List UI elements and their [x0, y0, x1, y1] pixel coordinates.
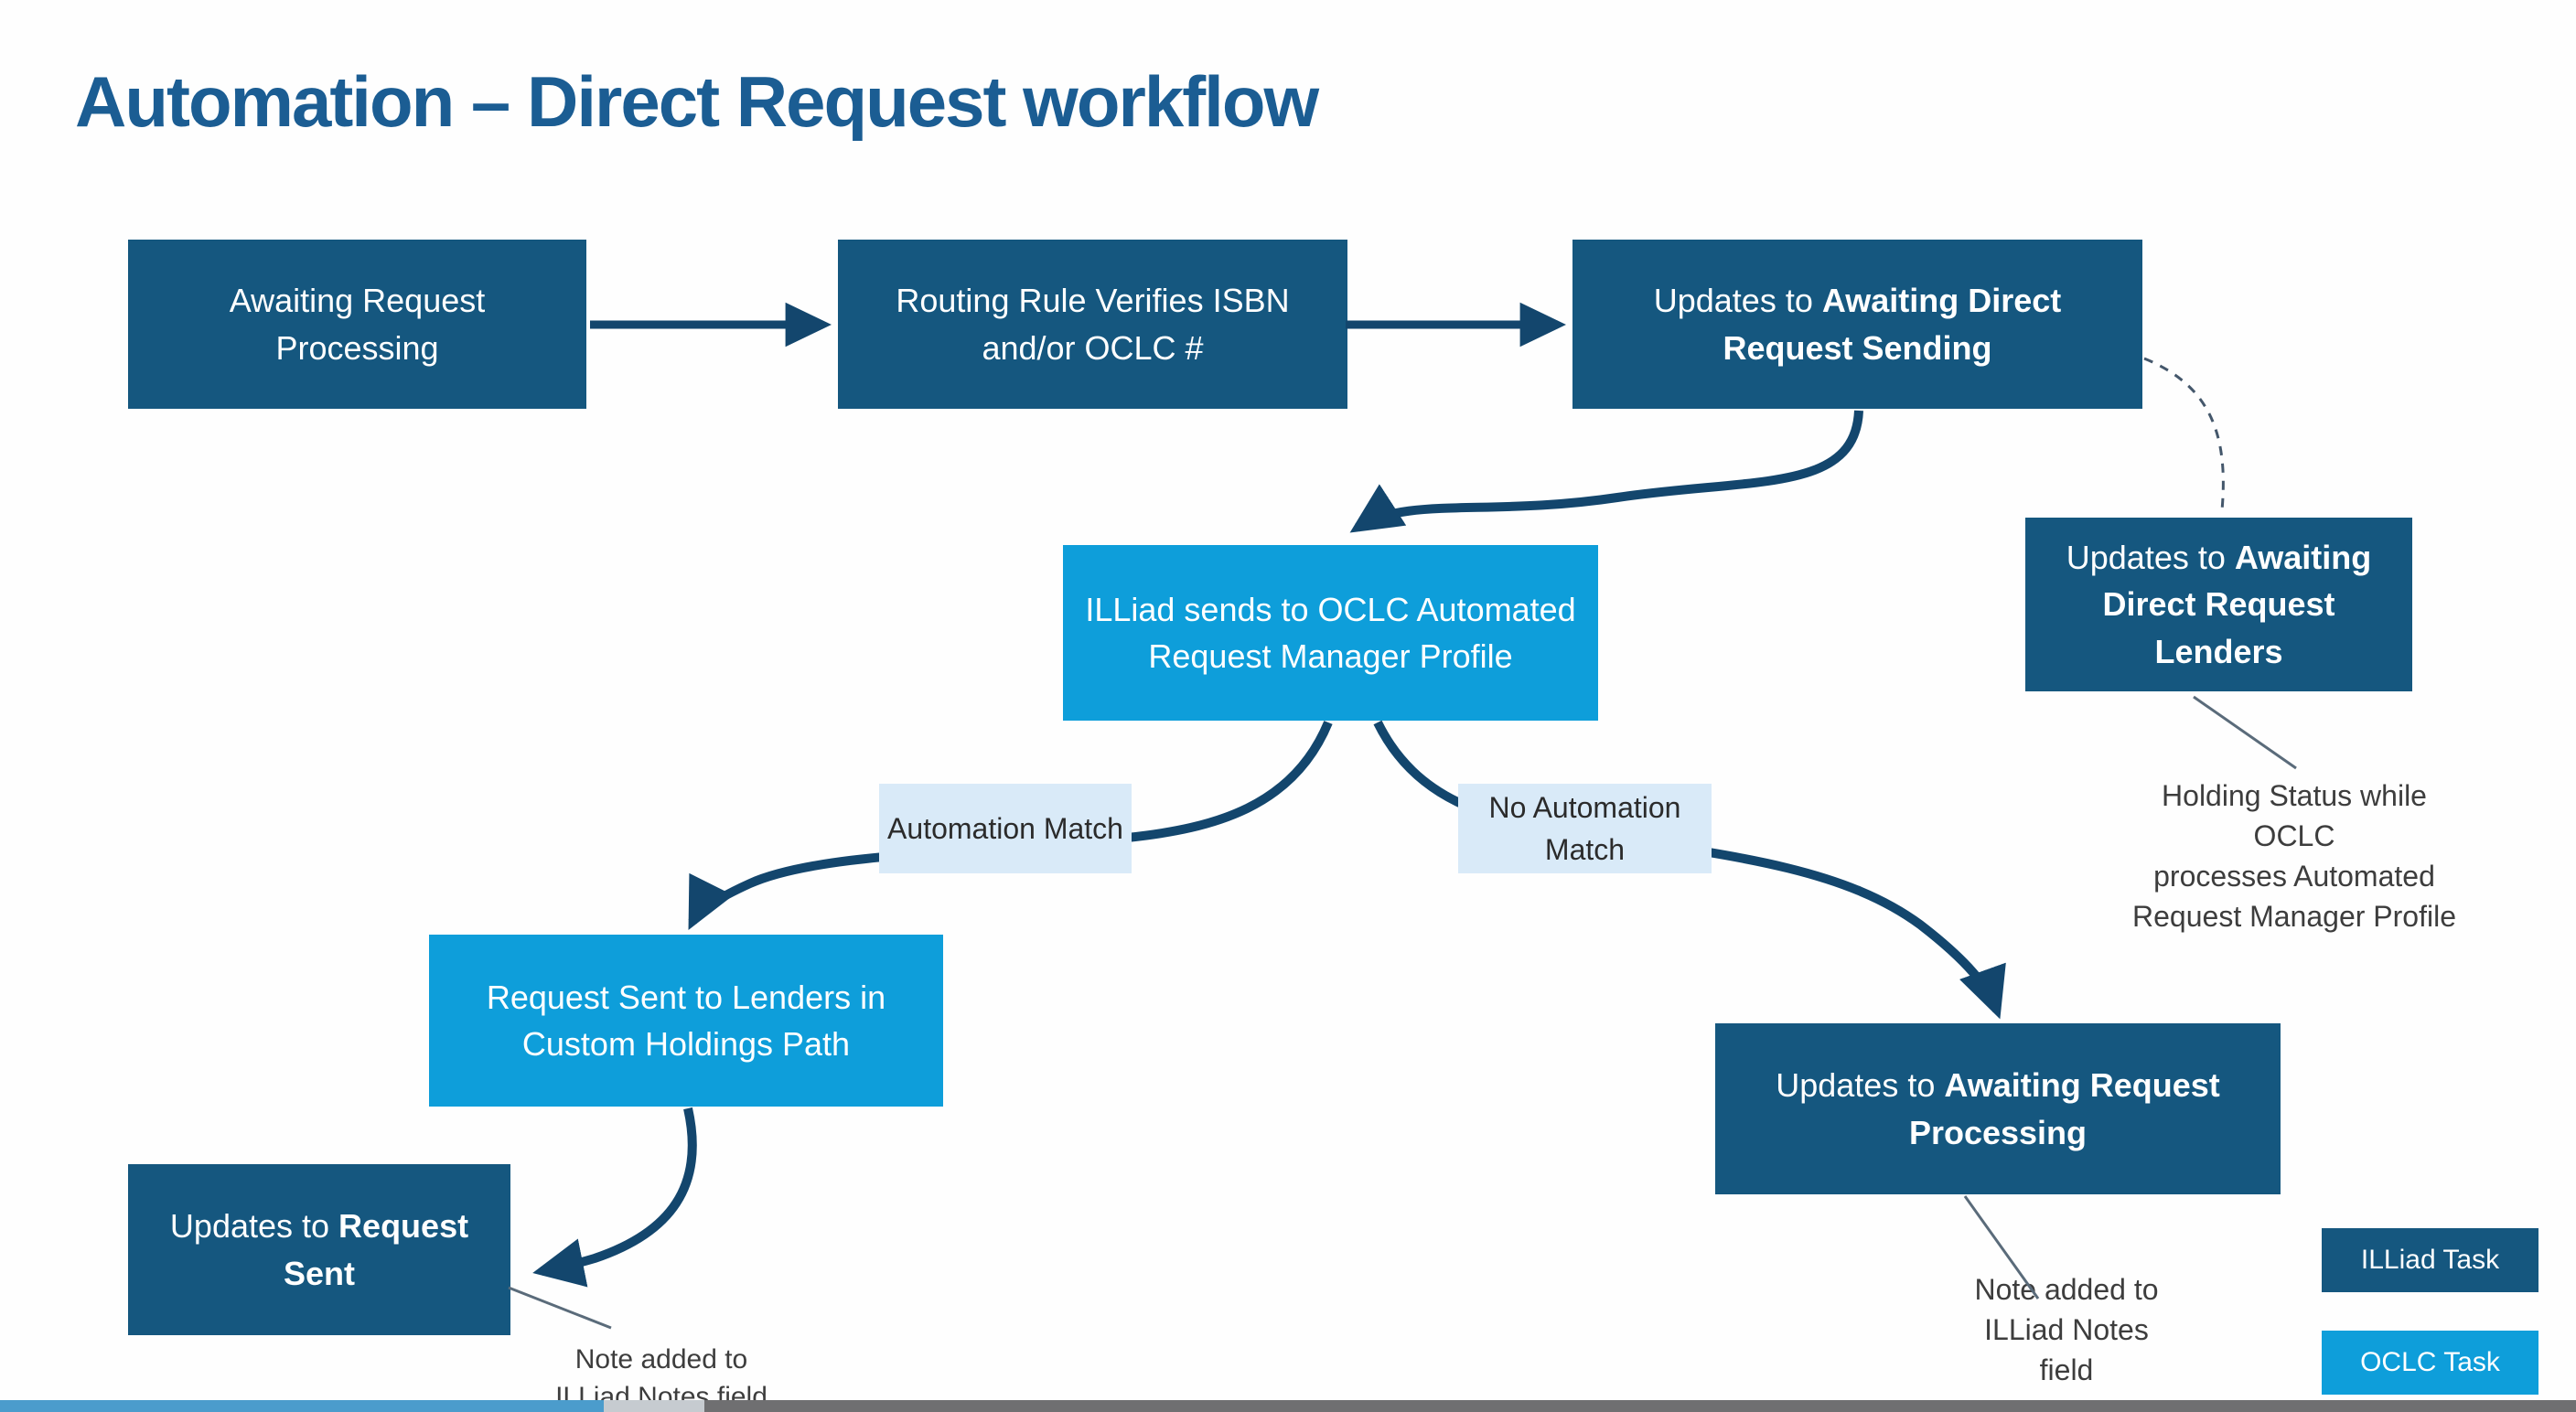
- annotation-line: Note added to: [1974, 1273, 2159, 1306]
- label-text: Automation Match: [887, 811, 1123, 845]
- node-awaiting-direct-request-sending: Updates to Awaiting Direct Request Sendi…: [1572, 240, 2142, 409]
- annotation-line: Holding Status while OCLC: [2162, 779, 2427, 853]
- callout-line-note-awaiting-processing: [1963, 1195, 2040, 1300]
- annotation-line: Request Manager Profile: [2132, 900, 2456, 934]
- node-label: Updates to Awaiting Direct Request Sendi…: [1653, 282, 2062, 367]
- progress-played-segment: [0, 1400, 604, 1412]
- node-awaiting-request-processing: Awaiting Request Processing: [128, 240, 586, 409]
- arrow-no-automation-match-branch: [1373, 720, 2006, 1020]
- callout-line-holding-status: [2193, 695, 2297, 770]
- node-updates-to-request-sent: Updates to Request Sent: [128, 1164, 510, 1335]
- node-label: ILLiad sends to OCLC Automated Request M…: [1085, 590, 1576, 675]
- progress-buffer-segment: [604, 1400, 704, 1412]
- video-progress-bar[interactable]: [0, 1400, 2576, 1412]
- callout-line-note-request-sent: [508, 1286, 612, 1330]
- annotation-line: field: [2039, 1353, 2094, 1387]
- node-label: Awaiting Request Processing: [229, 282, 486, 367]
- node-request-sent-to-lenders: Request Sent to Lenders in Custom Holdin…: [429, 935, 943, 1107]
- node-label: Updates to Request Sent: [169, 1207, 469, 1292]
- dashed-link-sending-to-lenders: [2143, 357, 2225, 511]
- label-automation-match: Automation Match: [879, 784, 1132, 873]
- annotation-line: ILLiad Notes: [1984, 1313, 2149, 1347]
- annotation-holding-status: Holding Status while OCLC processes Auto…: [2120, 776, 2468, 937]
- label-text: No Automation Match: [1488, 790, 1681, 866]
- node-label: Request Sent to Lenders in Custom Holdin…: [486, 978, 886, 1063]
- node-updates-to-awaiting-request-processing: Updates to Awaiting Request Processing: [1715, 1023, 2281, 1194]
- arrow-sending-to-illiad-oclc: [1349, 410, 1863, 533]
- node-awaiting-direct-request-lenders: Updates to Awaiting Direct Request Lende…: [2025, 518, 2412, 691]
- node-label: Routing Rule Verifies ISBN and/or OCLC #: [896, 282, 1290, 367]
- progress-remaining-segment: [704, 1400, 2576, 1412]
- legend-illiad-task: ILLiad Task: [2322, 1228, 2538, 1292]
- node-label: Updates to Awaiting Direct Request Lende…: [2066, 539, 2372, 670]
- legend-label: OCLC Task: [2360, 1347, 2500, 1377]
- legend-label: ILLiad Task: [2360, 1245, 2500, 1275]
- node-routing-rule-verifies: Routing Rule Verifies ISBN and/or OCLC #: [838, 240, 1347, 409]
- node-illiad-sends-to-oclc: ILLiad sends to OCLC Automated Request M…: [1063, 545, 1598, 721]
- arrow-lenders-to-request-sent: [532, 1107, 697, 1288]
- annotation-line: Note added to: [574, 1344, 748, 1375]
- page-title: Automation – Direct Request workflow: [75, 61, 1319, 142]
- legend-oclc-task: OCLC Task: [2322, 1331, 2538, 1395]
- annotation-line: processes Automated: [2153, 860, 2435, 893]
- label-no-automation-match: No Automation Match: [1458, 784, 1712, 873]
- node-label: Updates to Awaiting Request Processing: [1776, 1066, 2220, 1151]
- annotation-note-awaiting-processing: Note added to ILLiad Notes field: [1966, 1269, 2167, 1390]
